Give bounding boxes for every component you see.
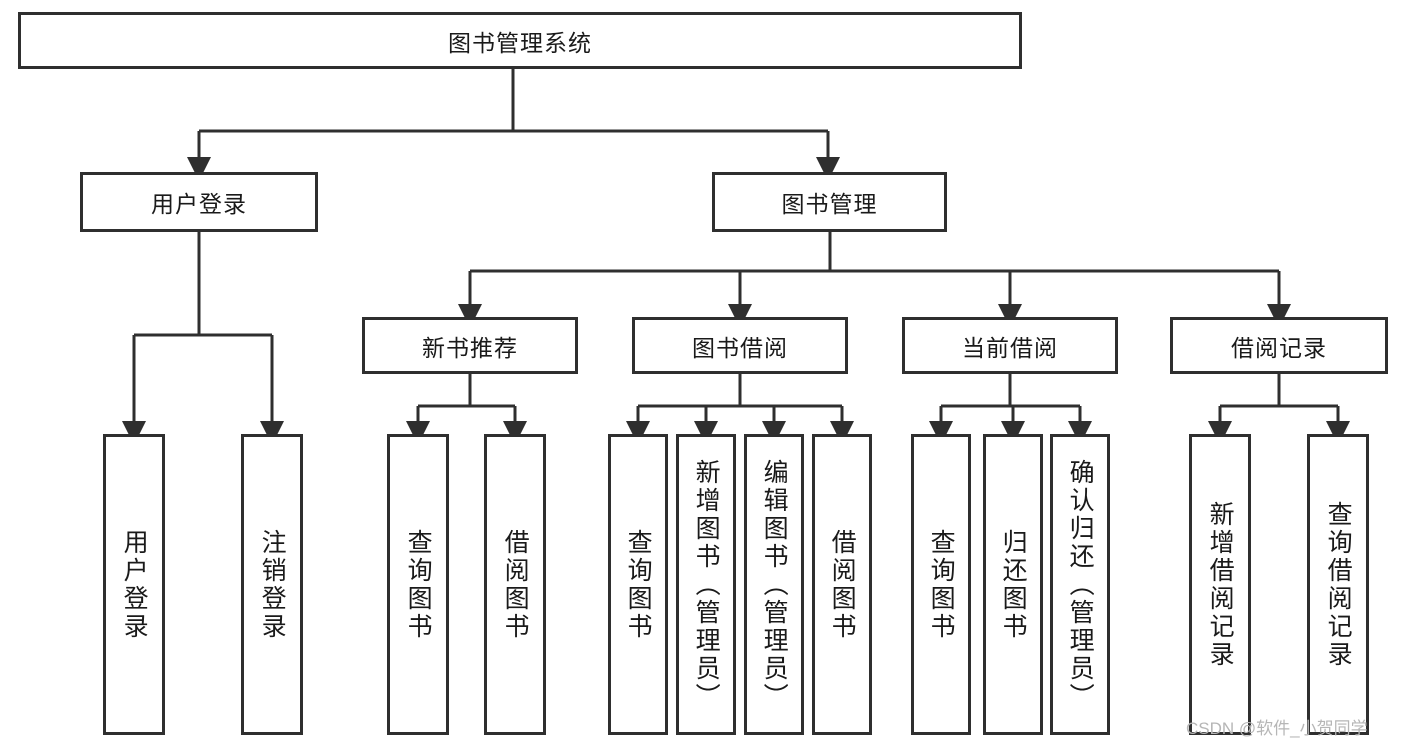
edge-book-borrow-to-leaves — [626, 374, 854, 445]
node-book-borrow[interactable]: 图书借阅 — [632, 317, 848, 374]
node-leaf-user-login-label: 用户登录 — [120, 528, 149, 641]
node-leaf-add-record-label: 新增借阅记录 — [1206, 500, 1235, 669]
csdn-watermark: CSDN @软件_小贺同学 — [1186, 719, 1368, 738]
node-leaf-query-book-1-label: 查询图书 — [404, 528, 433, 641]
node-leaf-query-book-1[interactable]: 查询图书 — [387, 434, 449, 735]
node-leaf-borrow-book-1[interactable]: 借阅图书 — [484, 434, 546, 735]
node-leaf-edit-book[interactable]: 编辑图书（管理员） — [744, 434, 804, 735]
node-borrow-record-label: 借阅记录 — [1231, 334, 1327, 361]
node-leaf-user-login[interactable]: 用户登录 — [103, 434, 165, 735]
node-new-book-recommend[interactable]: 新书推荐 — [362, 317, 578, 374]
node-user-login[interactable]: 用户登录 — [80, 172, 318, 232]
node-leaf-borrow-book-2-label: 借阅图书 — [828, 528, 857, 641]
node-leaf-query-record[interactable]: 查询借阅记录 — [1307, 434, 1369, 735]
node-current-borrow-label: 当前借阅 — [962, 334, 1058, 361]
node-leaf-return-book[interactable]: 归还图书 — [983, 434, 1043, 735]
node-leaf-query-book-3-label: 查询图书 — [927, 528, 956, 641]
node-leaf-borrow-book-1-label: 借阅图书 — [501, 528, 530, 641]
node-root-label: 图书管理系统 — [448, 29, 592, 56]
node-leaf-query-book-3[interactable]: 查询图书 — [911, 434, 971, 735]
node-leaf-confirm-return[interactable]: 确认归还（管理员） — [1050, 434, 1110, 735]
node-leaf-add-record[interactable]: 新增借阅记录 — [1189, 434, 1251, 735]
node-leaf-user-logout[interactable]: 注销登录 — [241, 434, 303, 735]
node-leaf-query-record-label: 查询借阅记录 — [1324, 500, 1353, 669]
edge-borrow-record-to-leaves — [1208, 374, 1350, 445]
node-leaf-return-book-label: 归还图书 — [999, 528, 1028, 641]
node-leaf-query-book-2[interactable]: 查询图书 — [608, 434, 668, 735]
node-leaf-edit-book-label: 编辑图书（管理员） — [760, 458, 789, 711]
node-leaf-user-logout-label: 注销登录 — [258, 528, 287, 641]
node-book-borrow-label: 图书借阅 — [692, 334, 788, 361]
node-leaf-add-book[interactable]: 新增图书（管理员） — [676, 434, 736, 735]
edge-book-manage-to-level3 — [458, 232, 1291, 328]
node-book-manage-label: 图书管理 — [781, 191, 878, 217]
node-user-login-label: 用户登录 — [151, 191, 247, 217]
edge-current-borrow-to-leaves — [929, 374, 1092, 445]
edge-user-login-to-leaves — [122, 232, 284, 445]
edge-root-to-level2 — [187, 69, 840, 181]
node-leaf-borrow-book-2[interactable]: 借阅图书 — [812, 434, 872, 735]
node-borrow-record[interactable]: 借阅记录 — [1170, 317, 1388, 374]
node-root[interactable]: 图书管理系统 — [18, 12, 1022, 69]
edge-new-book-recommend-to-leaves — [406, 374, 527, 445]
node-leaf-confirm-return-label: 确认归还（管理员） — [1066, 458, 1095, 711]
node-current-borrow[interactable]: 当前借阅 — [902, 317, 1118, 374]
node-book-manage[interactable]: 图书管理 — [712, 172, 947, 232]
node-new-book-recommend-label: 新书推荐 — [422, 334, 518, 361]
node-leaf-add-book-label: 新增图书（管理员） — [692, 458, 721, 711]
node-leaf-query-book-2-label: 查询图书 — [624, 528, 653, 641]
